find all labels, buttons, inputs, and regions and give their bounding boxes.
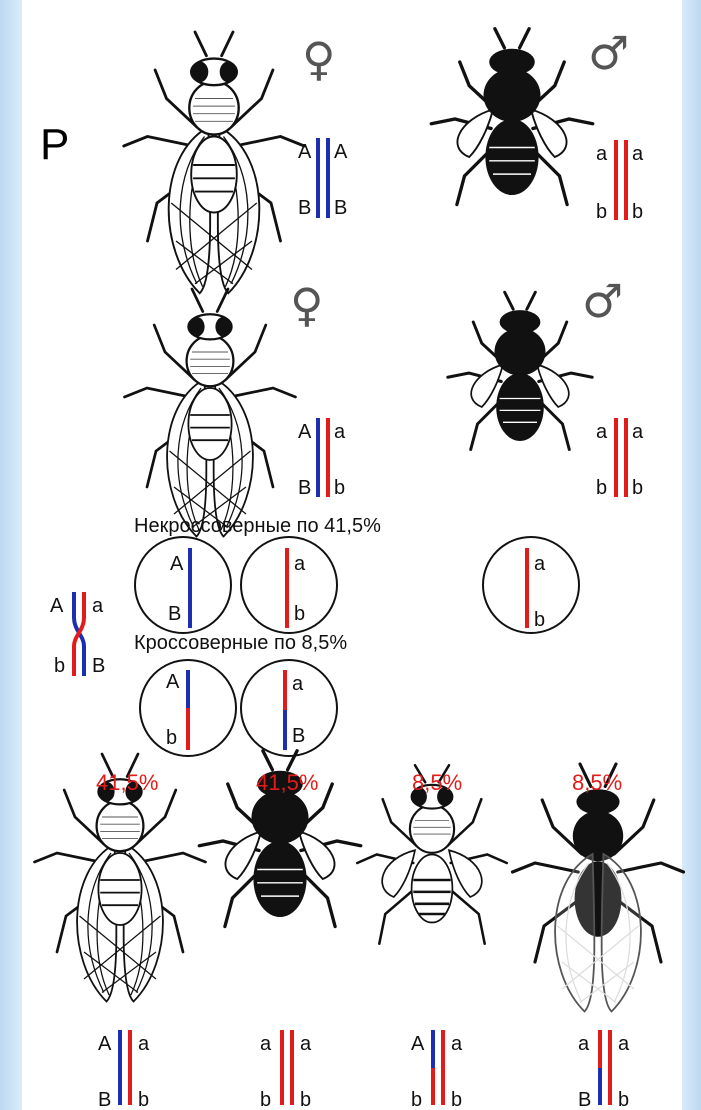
gamete-noncrossover-2 xyxy=(241,537,337,633)
allele-label: a xyxy=(632,143,644,165)
allele-label: a xyxy=(292,673,304,695)
allele-label: b xyxy=(596,201,607,223)
allele-label: B xyxy=(298,477,311,499)
allele-label: a xyxy=(596,421,608,443)
allele-label: a xyxy=(534,553,546,575)
allele-label: A xyxy=(98,1033,112,1055)
allele-label: B xyxy=(292,725,305,747)
allele-label: b xyxy=(138,1089,149,1110)
gamete-crossover-2 xyxy=(241,660,337,756)
parent-female-chromosomes xyxy=(318,138,328,218)
allele-label: a xyxy=(138,1033,150,1055)
f1-female-chromosomes xyxy=(318,418,328,497)
crossover-heading: Кроссоверные по 8,5% xyxy=(134,632,347,655)
allele-label: b xyxy=(260,1089,271,1110)
offspring-percent-3: 8,5% xyxy=(412,770,462,796)
f1-male-chromosomes xyxy=(616,418,626,497)
crossover-chromosomes xyxy=(74,592,84,676)
allele-label: A xyxy=(170,553,184,575)
noncrossover-percent: по 41,5% xyxy=(297,515,381,537)
allele-label: b xyxy=(411,1089,422,1110)
noncrossover-heading: Некроссоверные по 41,5% xyxy=(134,515,381,538)
allele-label: a xyxy=(92,595,104,617)
gamete-noncrossover-1 xyxy=(135,537,231,633)
allele-label: B xyxy=(298,197,311,219)
allele-label: B xyxy=(92,655,105,677)
allele-label: b xyxy=(534,609,545,631)
crossover-title: Кроссоверные xyxy=(134,632,268,654)
allele-label: A xyxy=(298,141,312,163)
offspring-percent-4: 8,5% xyxy=(572,770,622,796)
offspring-chromosomes-4 xyxy=(600,1030,610,1105)
offspring-percent-2: 41,5% xyxy=(256,770,318,796)
allele-label: a xyxy=(618,1033,630,1055)
f1-female-fly xyxy=(125,289,296,537)
allele-label: a xyxy=(451,1033,463,1055)
allele-label: b xyxy=(596,477,607,499)
offspring-chromosomes-1 xyxy=(120,1030,130,1105)
allele-label: A xyxy=(334,141,348,163)
allele-label: a xyxy=(260,1033,272,1055)
allele-label: A xyxy=(50,595,64,617)
allele-label: a xyxy=(596,143,608,165)
allele-label: b xyxy=(334,477,345,499)
allele-label: B xyxy=(168,603,181,625)
allele-label: B xyxy=(98,1089,111,1110)
allele-label: a xyxy=(300,1033,312,1055)
allele-label: b xyxy=(54,655,65,677)
gamete-crossover-1 xyxy=(140,660,236,756)
allele-label: a xyxy=(294,553,306,575)
allele-label: A xyxy=(166,671,180,693)
allele-label: B xyxy=(578,1089,591,1110)
allele-label: b xyxy=(632,201,643,223)
f1-male-fly xyxy=(448,292,593,449)
allele-label: a xyxy=(578,1033,590,1055)
allele-label: A xyxy=(298,421,312,443)
allele-label: b xyxy=(300,1089,311,1110)
offspring-chromosomes-2 xyxy=(282,1030,292,1105)
allele-label: b xyxy=(294,603,305,625)
allele-label: a xyxy=(334,421,346,443)
allele-label: b xyxy=(632,477,643,499)
parent-male-fly xyxy=(431,29,593,205)
parent-female-fly xyxy=(124,32,305,293)
offspring-percent-1: 41,5% xyxy=(96,770,158,796)
gamete-male xyxy=(483,537,579,633)
allele-label: b xyxy=(451,1089,462,1110)
noncrossover-title: Некроссоверные xyxy=(134,515,291,537)
offspring-fly-4 xyxy=(513,764,684,1012)
parent-male-chromosomes xyxy=(616,140,626,220)
allele-label: b xyxy=(166,727,177,749)
offspring-chromosomes-3 xyxy=(433,1030,443,1105)
allele-label: a xyxy=(632,421,644,443)
allele-label: B xyxy=(334,197,347,219)
allele-label: b xyxy=(618,1089,629,1110)
crossover-percent: по 8,5% xyxy=(274,632,347,654)
allele-label: A xyxy=(411,1033,425,1055)
